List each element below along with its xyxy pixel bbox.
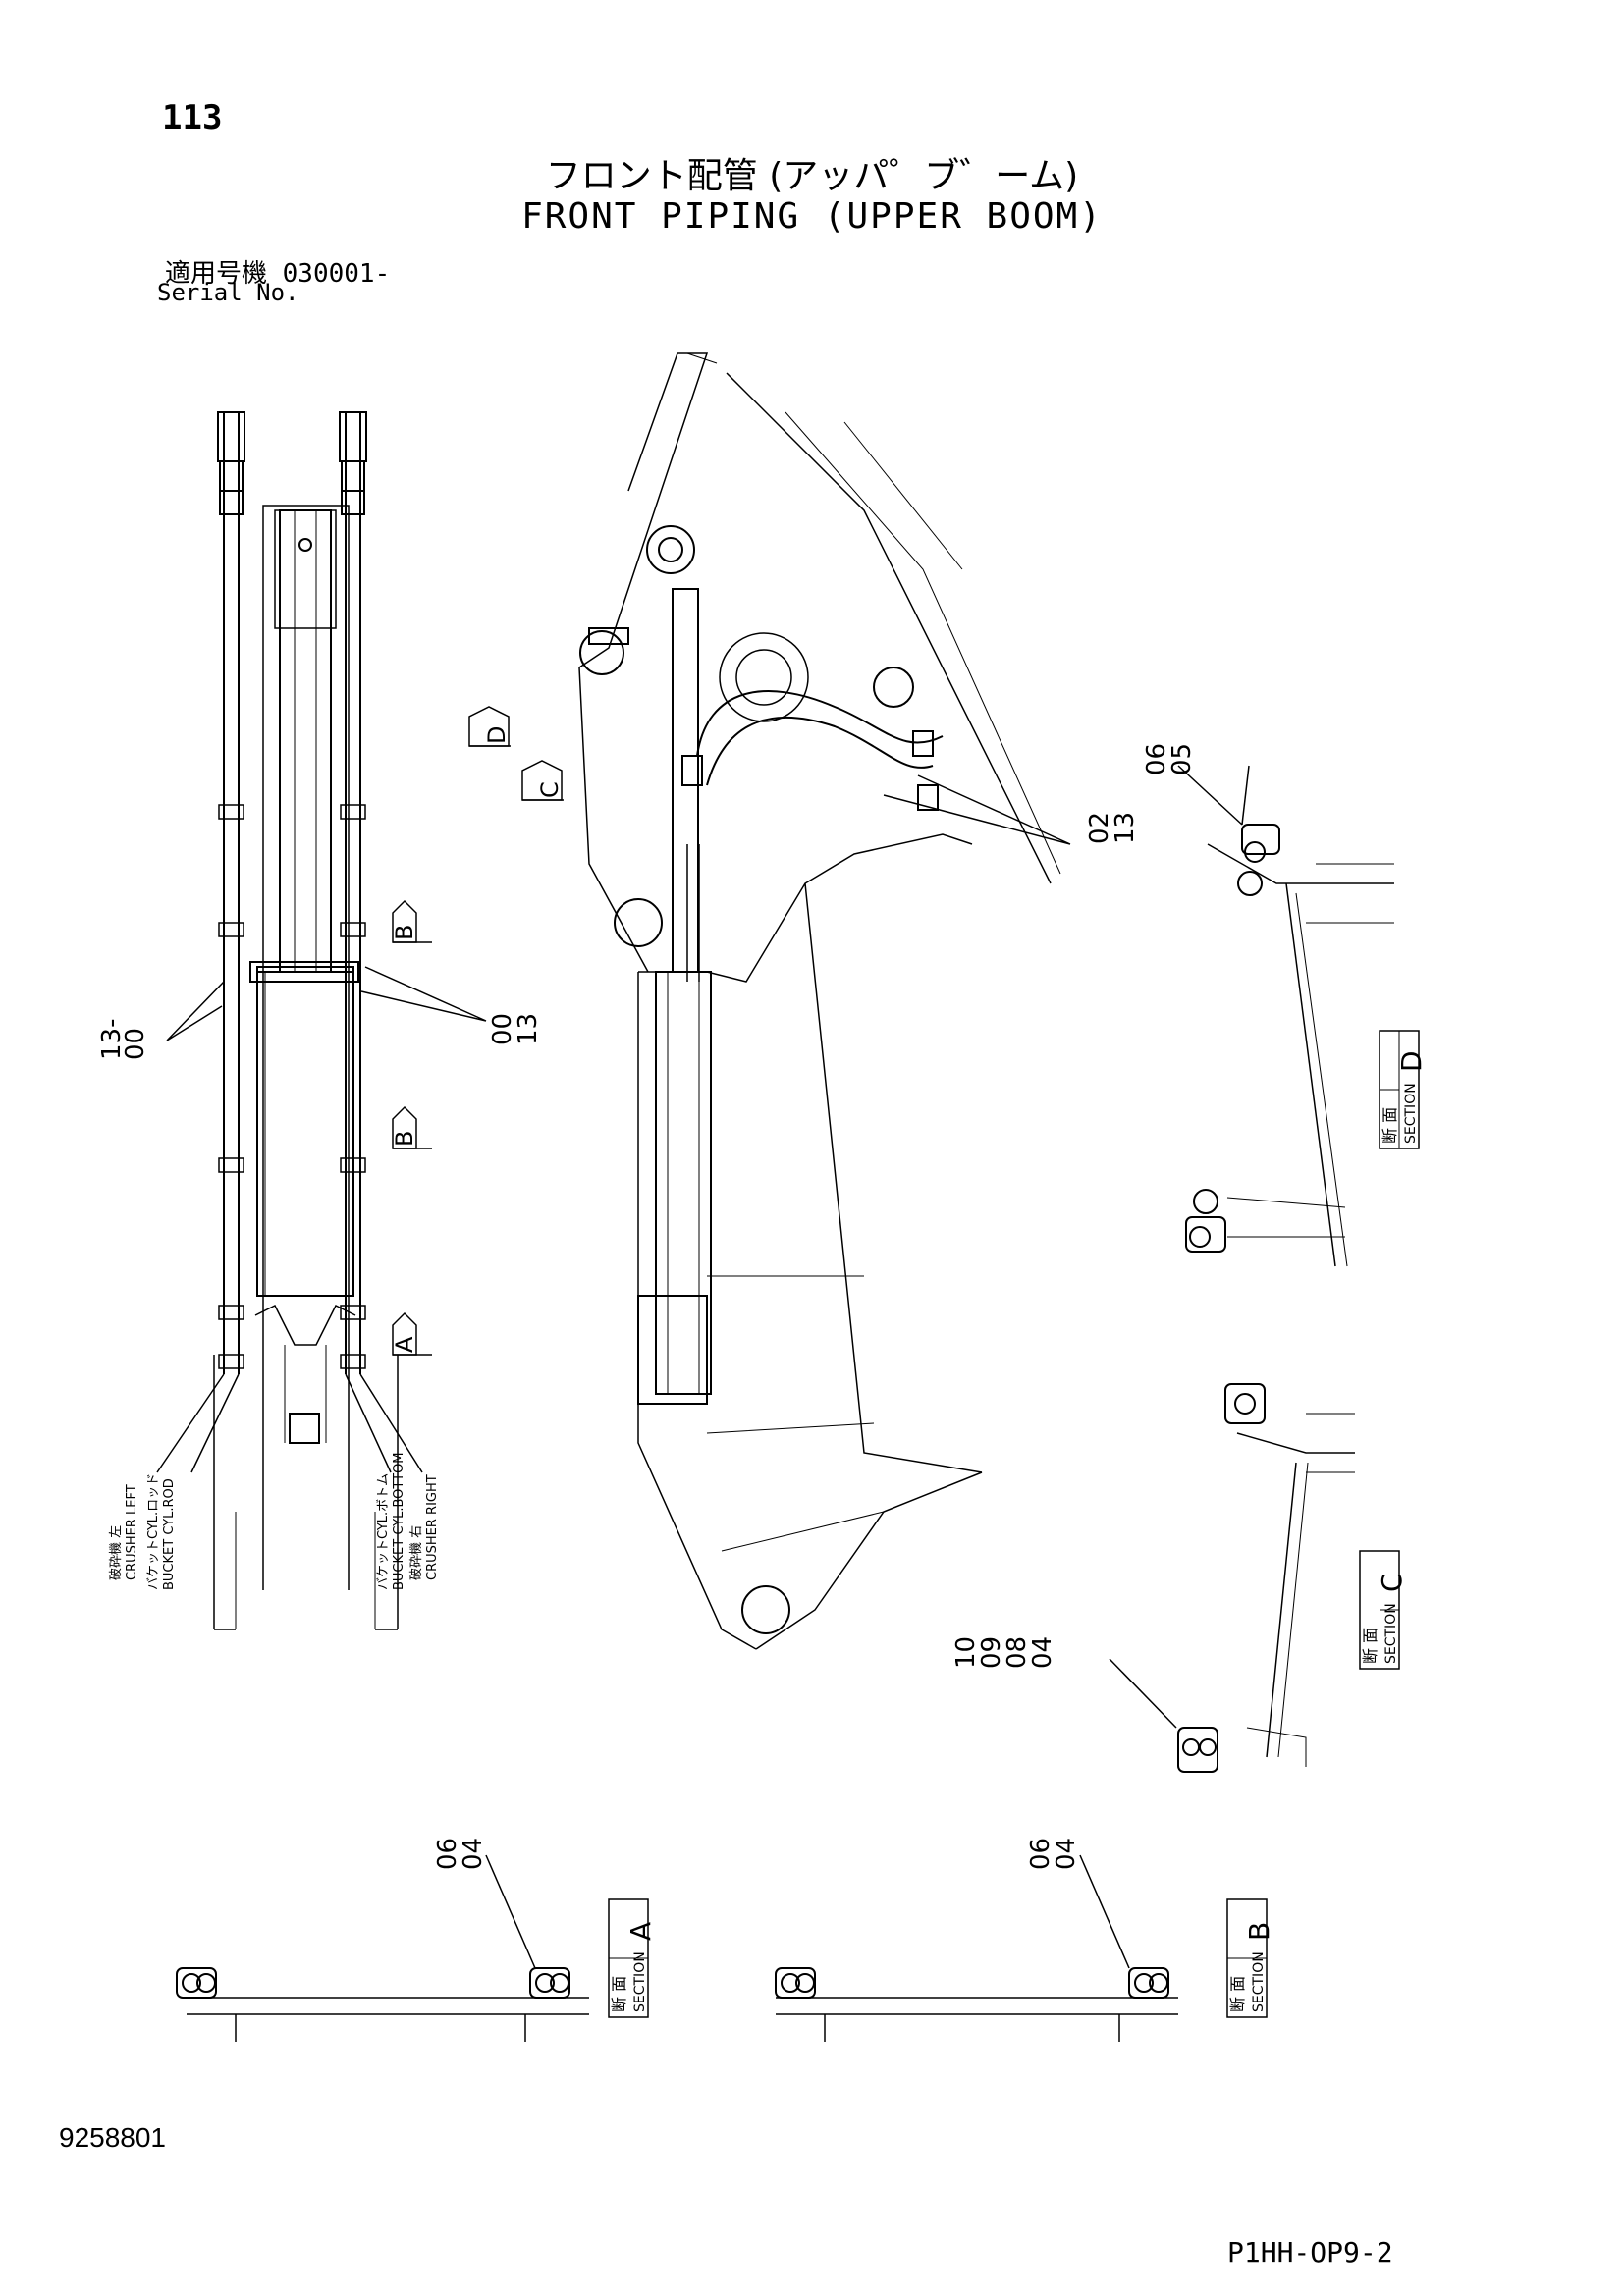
marker-b-upper: B: [391, 925, 418, 940]
section-c-en: SECTION: [1383, 1603, 1399, 1664]
section-b-detail: [775, 1854, 1178, 2042]
callout-c-c: 08: [1002, 1636, 1032, 1669]
section-d-detail: [1177, 765, 1394, 1267]
section-c-jp: 断 面: [1361, 1628, 1380, 1664]
callout-a-a: 06: [433, 1838, 462, 1870]
callout-c-a: 10: [951, 1636, 981, 1669]
section-b-letter: B: [1243, 1922, 1275, 1941]
section-a-en: SECTION: [632, 1951, 648, 2012]
callout-right-a: 00: [488, 1013, 517, 1045]
document-number: 9258801: [59, 2122, 167, 2153]
serial-label-english: Serial No.: [157, 279, 299, 306]
hose-label-bucket-bottom-en: BUCKET CYL.BOTTOM: [392, 1452, 406, 1590]
sheet-code: P1HH-OP9-2: [1227, 2236, 1393, 2269]
section-d-jp: 断 面: [1380, 1107, 1399, 1144]
callout-left-b: 00: [121, 1028, 150, 1060]
hose-label-bucket-bottom-jp: バケットCYL.ボトム: [376, 1473, 391, 1590]
page-number: 113: [162, 98, 223, 137]
marker-b-lower: B: [391, 1131, 418, 1147]
callout-c-d: 04: [1028, 1636, 1057, 1669]
section-a-jp: 断 面: [610, 1976, 628, 2012]
side-view-boom: [468, 352, 1071, 1650]
hose-label-crusher-right-jp: 破砕機 右: [409, 1525, 424, 1580]
title-japanese: フロント配管 (アッパ゜ブ゛ーム): [545, 156, 1079, 196]
section-d-en: SECTION: [1403, 1083, 1419, 1144]
hose-label-crusher-right-en: CRUSHER RIGHT: [425, 1474, 440, 1580]
serial-label-japanese: 適用号機 030001-: [165, 259, 391, 289]
hose-label-bucket-rod-en: BUCKET CYL.ROD: [162, 1478, 177, 1590]
callout-c-b: 09: [977, 1636, 1006, 1669]
section-c-detail: [1109, 1383, 1355, 1773]
callout-right-b: 13: [514, 1013, 543, 1045]
title-english: FRONT PIPING (UPPER BOOM): [521, 196, 1103, 237]
hose-label-crusher-left-en: CRUSHER LEFT: [125, 1484, 139, 1580]
callout-d-a: 06: [1142, 743, 1171, 775]
section-b-en: SECTION: [1251, 1951, 1267, 2012]
callout-left-a: 13-: [97, 1019, 127, 1060]
callout-b-a: 06: [1026, 1838, 1056, 1870]
section-a-letter: A: [624, 1922, 657, 1941]
marker-d: D: [483, 726, 511, 744]
callout-top-b: 13: [1110, 812, 1140, 844]
section-c-letter: C: [1376, 1573, 1408, 1592]
callout-d-b: 05: [1167, 743, 1197, 775]
section-d-letter: D: [1395, 1050, 1428, 1072]
callout-top-a: 02: [1085, 812, 1114, 844]
callout-b-b: 04: [1052, 1838, 1081, 1870]
hose-label-bucket-rod-jp: バケットCYL.ロッド: [146, 1473, 161, 1590]
section-a-detail: [176, 1854, 589, 2042]
callout-a-b: 04: [459, 1838, 488, 1870]
hose-label-crusher-left-jp: 破砕機 左: [109, 1525, 124, 1580]
marker-c: C: [536, 781, 564, 798]
top-view-boom: [156, 411, 487, 1630]
marker-a: A: [391, 1336, 418, 1353]
section-b-jp: 断 面: [1228, 1976, 1247, 2012]
